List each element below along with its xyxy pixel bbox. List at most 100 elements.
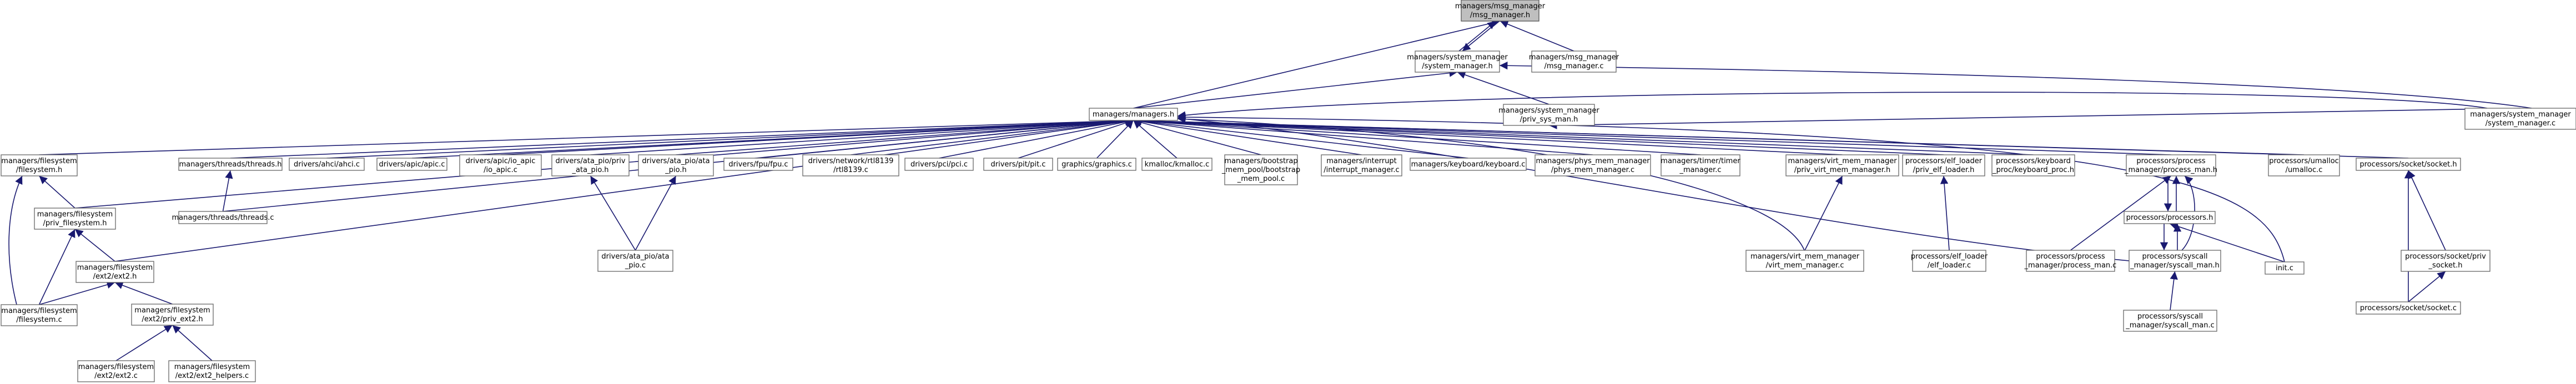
node-label-line: drivers/pit/pit.c <box>991 160 1046 169</box>
graph-node-intr[interactable]: managers/interrupt/interrupt_manager.c <box>1321 154 1402 176</box>
graph-node-init[interactable]: init.c <box>2265 261 2305 275</box>
node-label-line: _mem_pool/bootstrap <box>1221 166 1300 174</box>
node-label-line: graphics/graphics.c <box>1061 160 1132 169</box>
graph-node-fpu[interactable]: drivers/fpu/fpu.c <box>723 158 793 171</box>
edge-ext2-h-to-mgr-h <box>114 117 1134 262</box>
node-box <box>2124 211 2216 224</box>
graph-node-psock-h[interactable]: processors/socket/priv_socket.h <box>2401 250 2491 272</box>
node-label-line: _manager/process_man.c <box>2024 261 2117 270</box>
graph-node-fs-c[interactable]: managers/filesystem/filesystem.c <box>1 304 78 326</box>
node-box <box>76 261 154 283</box>
graph-node-pm-h[interactable]: processors/process_manager/process_man.h <box>2124 154 2217 176</box>
node-label-line: drivers/network/rtl8139 <box>808 157 894 165</box>
node-label-line: managers/system_manager <box>1498 107 1599 115</box>
graph-node-phys[interactable]: managers/phys_mem_manager/phys_mem_manag… <box>1534 154 1651 176</box>
edge-sock-h-to-mgr-h <box>1133 117 2409 159</box>
graph-node-kmalloc[interactable]: kmalloc/kmalloc.c <box>1141 158 1212 171</box>
graph-node-pfs-h[interactable]: managers/filesystem/priv_filesystem.h <box>34 208 116 230</box>
graph-node-apic[interactable]: drivers/apic/apic.c <box>376 158 447 171</box>
node-label-line: managers/filesystem <box>77 264 153 272</box>
graph-node-proc-h[interactable]: processors/processors.h <box>2124 211 2216 224</box>
node-box <box>551 154 630 176</box>
graph-node-sock-c[interactable]: processors/socket/socket.c <box>2356 301 2461 315</box>
node-box <box>459 154 542 176</box>
graph-node-pit[interactable]: drivers/pit/pit.c <box>983 158 1053 171</box>
graph-node-timer[interactable]: managers/timer/timer_manager.c <box>1661 154 1740 176</box>
graph-node-ata-c[interactable]: drivers/ata_pio/ata_pio.c <box>597 250 673 272</box>
node-label-line: /filesystem.c <box>16 316 62 324</box>
graph-node-bootstrap[interactable]: managers/bootstrap_mem_pool/bootstrap_me… <box>1221 154 1300 185</box>
graph-node-pext2-h[interactable]: managers/filesystem/ext2/priv_ext2.h <box>131 304 214 326</box>
node-box <box>168 360 256 382</box>
node-box <box>178 211 268 224</box>
graph-node-sm-h[interactable]: managers/system_manager/system_manager.h <box>1407 50 1508 73</box>
graph-node-sm-c[interactable]: managers/system_manager/system_manager.c <box>2464 108 2576 130</box>
node-label-line: /priv_virt_mem_manager.h <box>1794 166 1890 174</box>
graph-node-umalloc[interactable]: processors/umalloc/umalloc.c <box>2268 154 2340 176</box>
edge-sm-h-to-mm-h <box>1458 21 1496 52</box>
node-label-line: _proc/keyboard_proc.h <box>1992 166 2074 174</box>
edge-rtl-to-mgr-h <box>851 117 1134 155</box>
graph-node-ext2-h[interactable]: managers/filesystem/ext2/ext2.h <box>76 261 154 283</box>
edge-pfs-h-to-fs-h <box>38 175 76 209</box>
graph-node-gfx[interactable]: graphics/graphics.c <box>1057 158 1136 171</box>
node-label-line: processors/elf_loader <box>1905 157 1983 165</box>
node-label-line: drivers/pci/pci.c <box>910 160 968 169</box>
node-label-line: managers/managers.h <box>1093 110 1174 119</box>
graph-node-rtl[interactable]: drivers/network/rtl8139/rtl8139.c <box>802 154 899 176</box>
edge-init-to-proc-h <box>2169 222 2285 262</box>
edge-psm-h-to-sm-h <box>1457 70 1549 105</box>
graph-node-sock-h[interactable]: processors/socket/socket.h <box>2356 158 2461 171</box>
node-label-line: drivers/fpu/fpu.c <box>728 160 788 169</box>
graph-node-kbd[interactable]: managers/keyboard/keyboard.c <box>1410 158 1527 171</box>
edge-gfx-to-mgr-h <box>1096 120 1134 159</box>
graph-node-ext2-c[interactable]: managers/filesystem/ext2/ext2.c <box>77 360 155 382</box>
node-label-line: /filesystem.h <box>16 166 63 174</box>
node-label-line: managers/timer/timer <box>1661 157 1740 165</box>
graph-node-elf-c[interactable]: processors/elf_loader/elf_loader.c <box>1911 250 1988 272</box>
node-label-line: _socket.h <box>2428 261 2463 270</box>
node-label-line: drivers/apic/io_apic <box>466 157 536 165</box>
graph-node-ioapic[interactable]: drivers/apic/io_apic/io_apic.c <box>459 154 542 176</box>
node-label-line: managers/interrupt <box>1326 157 1397 165</box>
graph-node-elf-priv[interactable]: processors/elf_loader/priv_elf_loader.h <box>1902 154 1985 176</box>
graph-node-ata-priv[interactable]: drivers/ata_pio/priv_ata_pio.h <box>551 154 630 176</box>
edge-fs-c-to-pfs-h <box>38 229 76 305</box>
graph-node-thr-h[interactable]: managers/threads/threads.h <box>178 158 283 171</box>
graph-node-sys-c[interactable]: processors/syscall_manager/syscall_man.c <box>2123 310 2217 332</box>
graph-node-mm-h[interactable]: managers/msg_manager/msg_manager.h <box>1455 0 1546 22</box>
graph-node-thr-c[interactable]: managers/threads/threads.c <box>172 211 274 224</box>
node-label-line: /priv_sys_man.h <box>1520 115 1578 124</box>
graph-node-pci[interactable]: drivers/pci/pci.c <box>904 158 974 171</box>
node-box <box>2401 250 2491 272</box>
graph-node-ata-h[interactable]: drivers/ata_pio/ata_pio.h <box>638 154 714 176</box>
graph-node-ext2h-c[interactable]: managers/filesystem/ext2/ext2_helpers.c <box>168 360 256 382</box>
node-box <box>77 360 155 382</box>
node-label-line: /system_manager.c <box>2486 119 2555 128</box>
graph-node-virt-priv[interactable]: managers/virt_mem_manager/priv_virt_mem_… <box>1785 154 1899 176</box>
node-label-line: processors/processors.h <box>2126 214 2213 222</box>
node-box <box>1661 154 1740 176</box>
node-label-line: _manager/syscall_man.c <box>2125 321 2215 330</box>
graph-node-psm-h[interactable]: managers/system_manager/priv_sys_man.h <box>1498 104 1599 126</box>
node-label-line: managers/bootstrap <box>1224 157 1297 165</box>
node-box <box>1 304 78 326</box>
node-label-line: managers/virt_mem_manager <box>1750 252 1860 261</box>
edge-sys-c-to-sys-h <box>2170 271 2178 311</box>
node-box <box>2123 310 2217 332</box>
node-label-line: _ata_pio.h <box>572 166 609 174</box>
graph-node-sys-h[interactable]: processors/syscall_manager/syscall_man.h <box>2129 250 2221 272</box>
edge-kmalloc-to-mgr-h <box>1133 120 1178 159</box>
graph-node-virt-c[interactable]: managers/virt_mem_manager/virt_mem_manag… <box>1745 250 1864 272</box>
node-label-line: processors/socket/socket.c <box>2360 304 2457 312</box>
graph-node-ahci[interactable]: drivers/ahci/ahci.c <box>289 158 365 171</box>
graph-node-mgr-h[interactable]: managers/managers.h <box>1089 108 1178 121</box>
graph-node-fs-h[interactable]: managers/filesystem/filesystem.h <box>1 154 78 176</box>
node-label-line: drivers/ata_pio/ata <box>642 157 710 165</box>
graph-node-mm-c[interactable]: managers/msg_manager/msg_manager.c <box>1529 50 1619 73</box>
graph-node-pm-c[interactable]: processors/process_manager/process_man.c <box>2024 250 2117 272</box>
node-box <box>1 154 78 176</box>
graph-node-kbdproc[interactable]: processors/keyboard_proc/keyboard_proc.h <box>1991 154 2075 176</box>
node-box <box>376 158 447 171</box>
node-box <box>1991 154 2075 176</box>
